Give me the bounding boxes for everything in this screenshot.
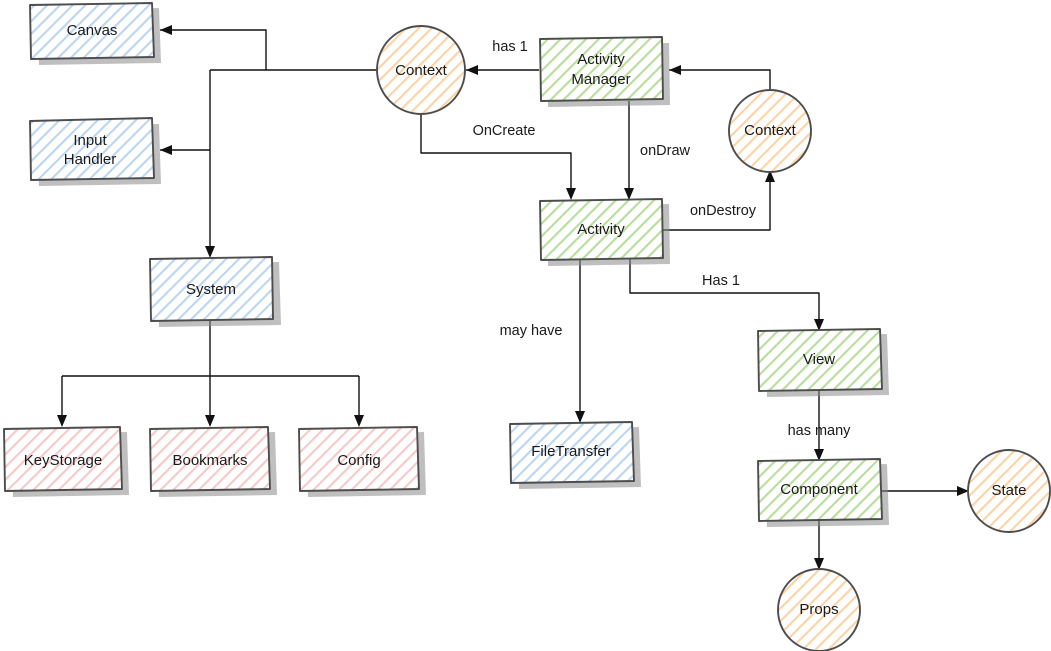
node-component[interactable]: Component — [757, 458, 889, 527]
edge-activity-manager-to-context-left[interactable]: has 1 — [466, 39, 539, 75]
node-bookmarks[interactable]: Bookmarks — [149, 426, 277, 497]
edge-activity-to-view[interactable]: Has 1 — [629, 258, 824, 331]
edge-activity-manager-to-activity[interactable]: onDraw — [624, 101, 691, 200]
node-context-right[interactable]: Context — [728, 89, 812, 173]
edge-activity-to-context-right[interactable]: onDestroy — [662, 170, 775, 231]
edge-label-on-destroy: onDestroy — [690, 203, 757, 219]
edge-label-may-have: may have — [500, 323, 563, 339]
node-system[interactable]: System — [149, 256, 281, 327]
edge-component-to-props[interactable] — [814, 521, 824, 570]
node-activity[interactable]: Activity — [539, 198, 670, 266]
edge-trunk-to-input-handler[interactable] — [160, 145, 210, 155]
edge-activity-to-file-transfer[interactable]: may have — [500, 258, 585, 423]
node-props[interactable]: Props — [777, 568, 861, 651]
node-view[interactable]: View — [757, 328, 889, 397]
node-activity-manager[interactable]: Activity Manager — [539, 36, 670, 107]
node-key-storage[interactable]: KeyStorage — [3, 426, 129, 497]
node-state[interactable]: State — [967, 449, 1051, 533]
edge-label-has-1-upper: Has 1 — [702, 273, 740, 289]
node-layer: Canvas Input Handler System KeyStorage B… — [3, 2, 1051, 651]
edge-system-to-children[interactable] — [57, 320, 364, 427]
edge-label-on-draw: onDraw — [640, 143, 690, 159]
edge-component-to-state[interactable] — [881, 486, 969, 496]
edge-trunk-to-canvas[interactable] — [160, 25, 267, 70]
edge-context-right-to-activity-manager[interactable] — [669, 65, 771, 95]
node-canvas[interactable]: Canvas — [29, 2, 161, 65]
node-config[interactable]: Config — [298, 426, 426, 497]
node-context-left[interactable]: Context — [376, 25, 466, 115]
node-input-handler[interactable]: Input Handler — [29, 117, 161, 186]
node-file-transfer[interactable]: FileTransfer — [509, 421, 641, 489]
edge-label-on-create: OnCreate — [473, 123, 536, 139]
edge-trunk-vertical[interactable] — [205, 70, 215, 258]
edge-label-has-1-lower: has 1 — [492, 39, 527, 55]
edge-context-left-to-activity[interactable]: OnCreate — [420, 114, 576, 200]
edge-view-to-component[interactable]: has many — [788, 390, 852, 461]
